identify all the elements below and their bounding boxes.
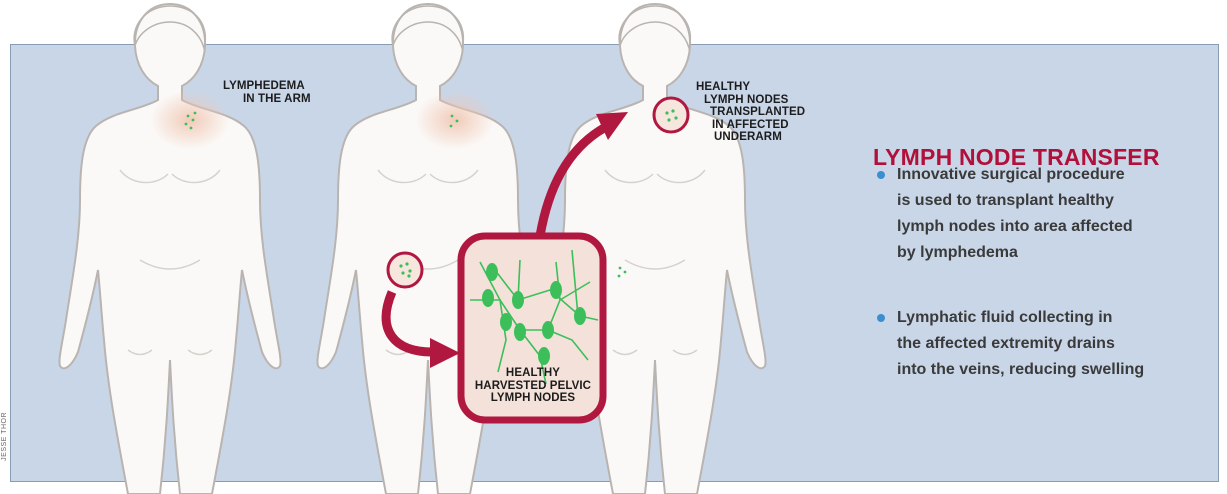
label-transplanted: HEALTHY LYMPH NODES TRANSPLANTED IN AFFE…	[696, 81, 805, 144]
bullet-1-line4: by lymphedema	[897, 240, 1197, 266]
bullet-dot-icon	[877, 314, 885, 322]
bullet-2: Lymphatic fluid collecting in the affect…	[877, 305, 1197, 383]
groin-node-circle	[388, 253, 422, 287]
bullet-2-line1: Lymphatic fluid collecting in	[897, 305, 1197, 331]
label-transplanted-line5: UNDERARM	[696, 131, 805, 144]
label-harvested-line1: HEALTHY	[462, 367, 604, 380]
label-transplanted-line3: TRANSPLANTED	[696, 106, 805, 119]
bullet-2-line2: the affected extremity drains	[897, 331, 1197, 357]
illustration-credit: JESSE THOR	[1, 412, 8, 461]
bullet-dot-icon	[877, 171, 885, 179]
label-harvested: HEALTHY HARVESTED PELVIC LYMPH NODES	[462, 367, 604, 405]
bullet-1-line3: lymph nodes into area affected	[897, 214, 1197, 240]
underarm-node-circle	[654, 98, 688, 132]
label-transplanted-line1: HEALTHY	[696, 81, 805, 94]
figure-1	[59, 4, 280, 494]
bullet-1-line1: Innovative surgical procedure	[897, 162, 1197, 188]
bullet-1: Innovative surgical procedure is used to…	[877, 162, 1197, 266]
label-lymphedema-line2: IN THE ARM	[223, 93, 311, 106]
bullet-1-line2: is used to transplant healthy	[897, 188, 1197, 214]
label-transplanted-line4: IN AFFECTED	[696, 119, 805, 132]
bullet-2-line3: into the veins, reducing swelling	[897, 357, 1197, 383]
label-transplanted-line2: LYMPH NODES	[696, 94, 805, 107]
label-lymphedema: LYMPHEDEMA IN THE ARM	[223, 80, 311, 105]
label-harvested-line2: HARVESTED PELVIC	[462, 380, 604, 393]
label-harvested-line3: LYMPH NODES	[462, 392, 604, 405]
label-lymphedema-line1: LYMPHEDEMA	[223, 80, 311, 93]
